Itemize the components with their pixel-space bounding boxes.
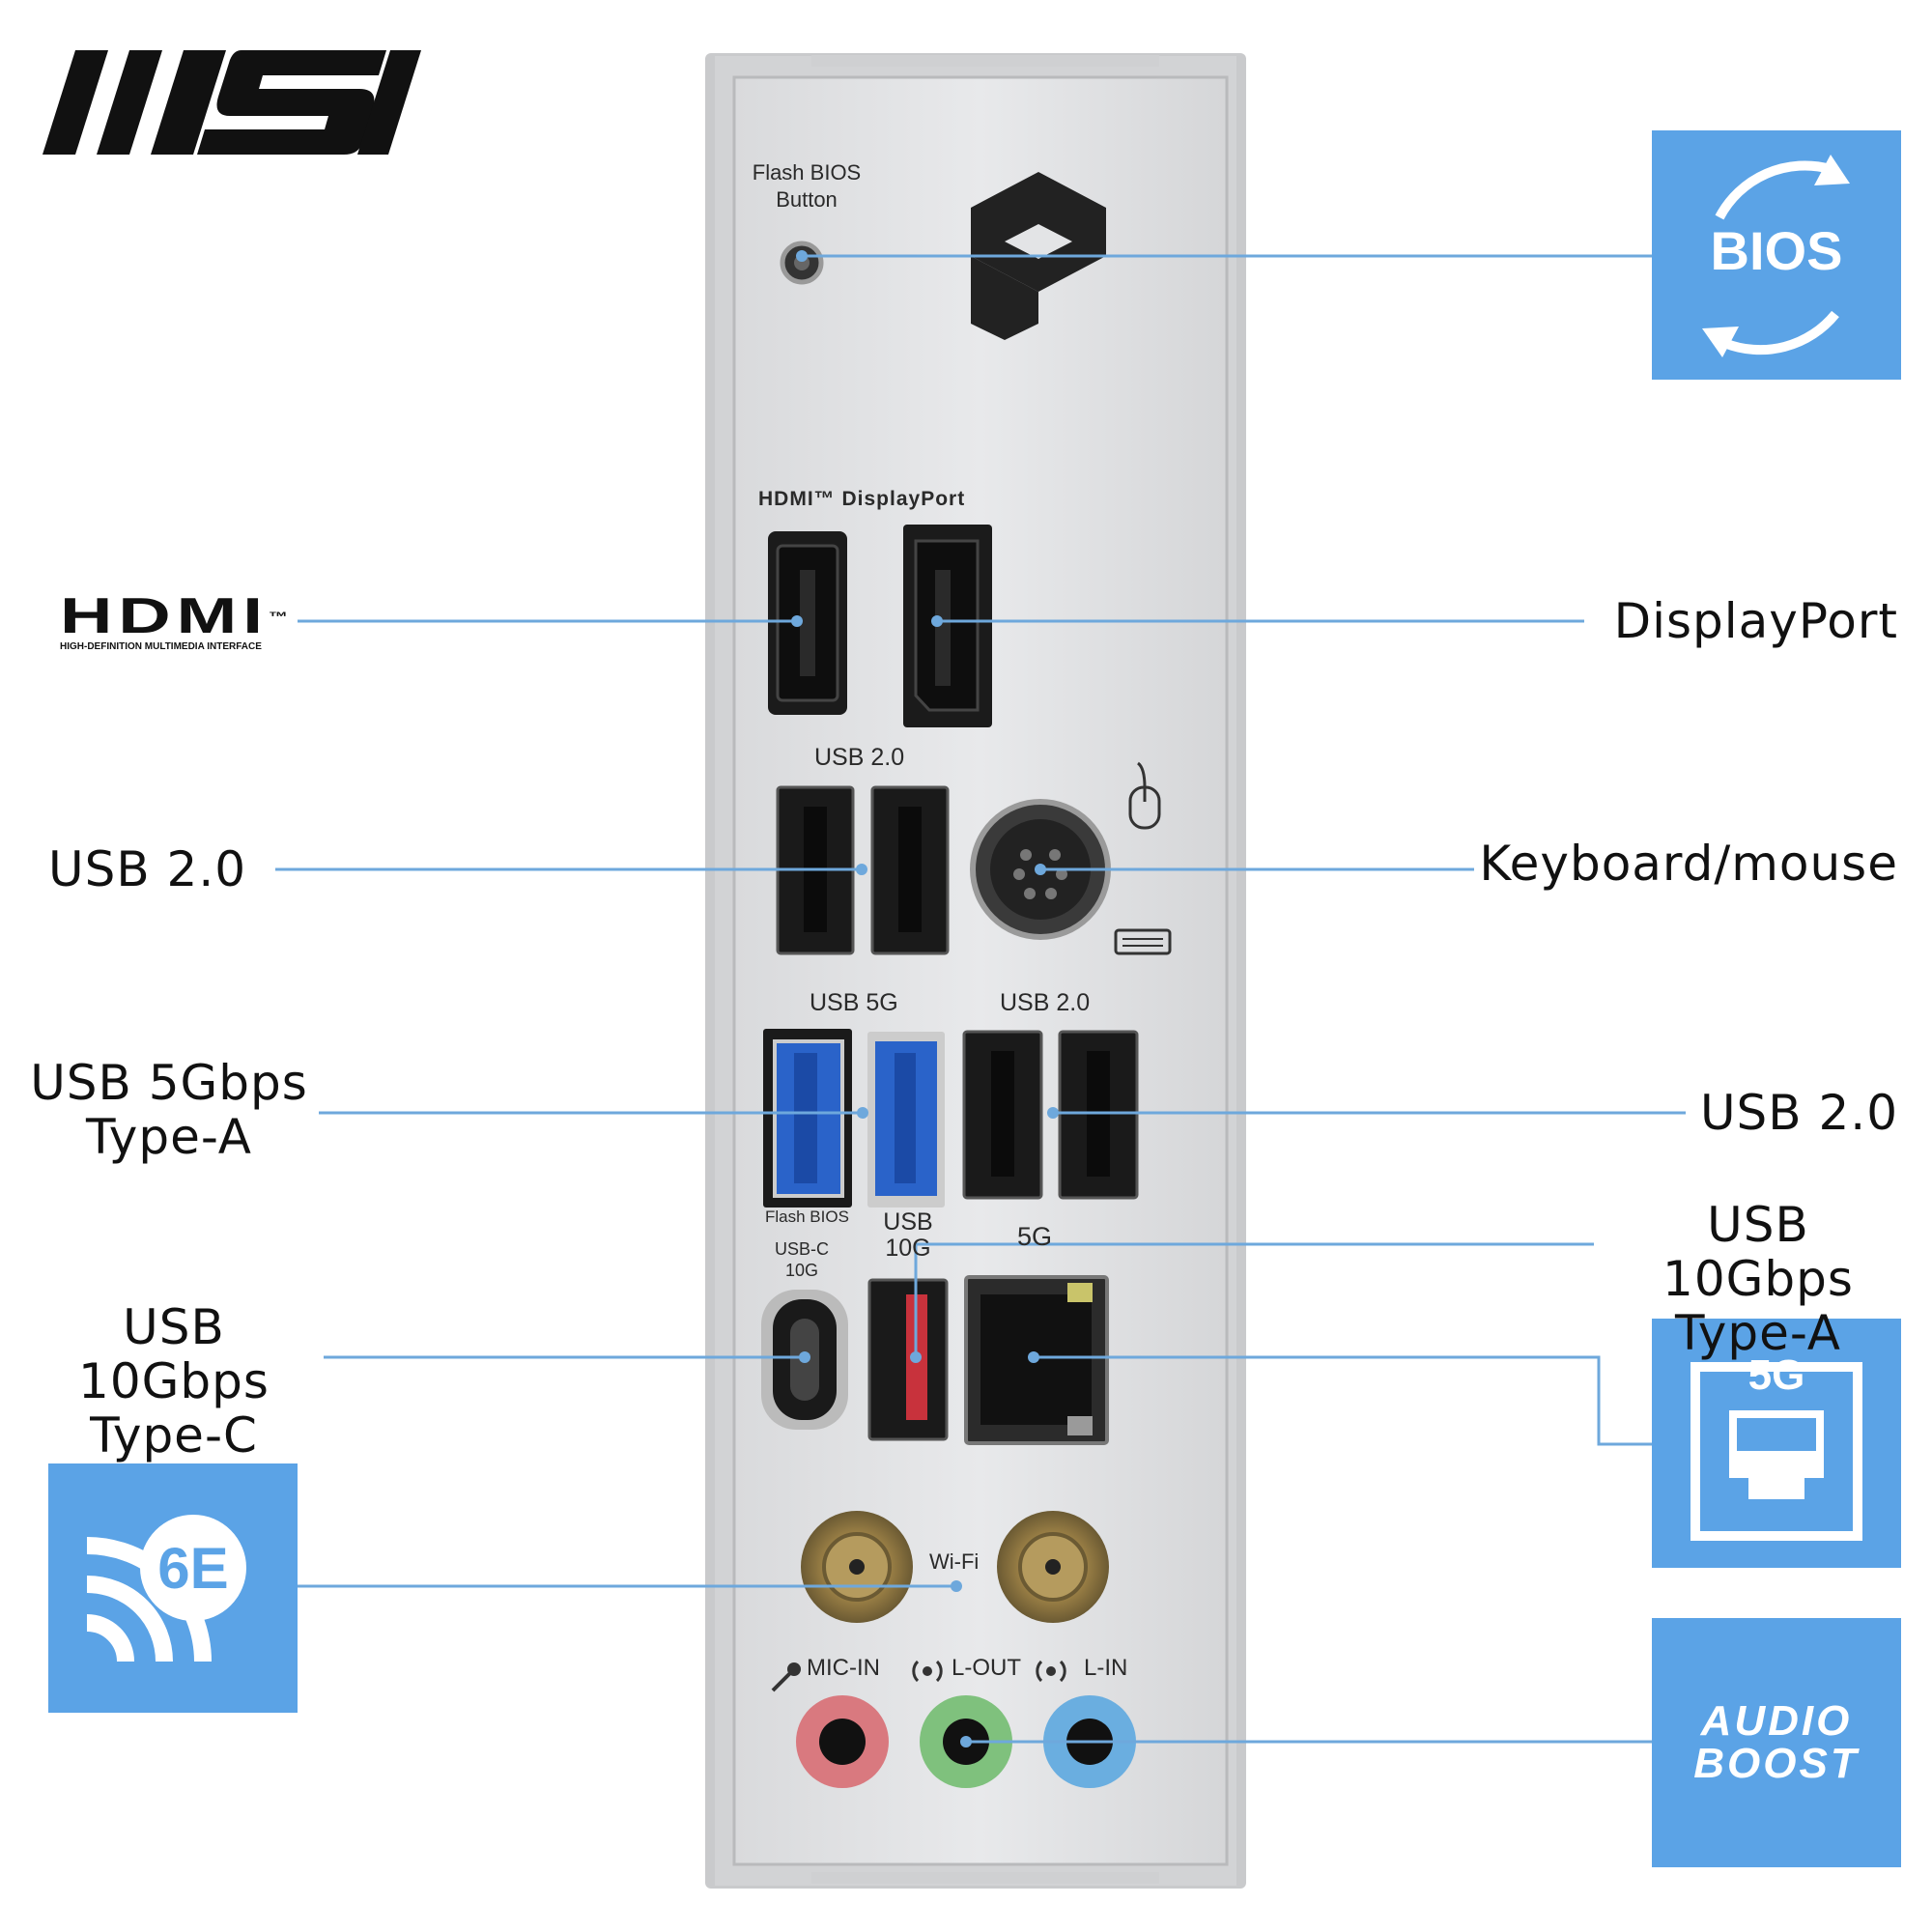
plate-usbc-line2: 10G: [784, 1261, 819, 1280]
callout-keyboard-mouse: Keyboard/mouse: [1479, 836, 1898, 892]
hdmi-subtitle: HIGH-DEFINITION MULTIMEDIA INTERFACE: [60, 641, 262, 652]
plate-usb10g-label: USB 10G: [869, 1209, 947, 1262]
displayport-port: [903, 525, 992, 727]
plate-mic-in-label: MIC-IN: [807, 1655, 880, 1681]
leader-dots: [791, 250, 1059, 1747]
lan-badge-text: 5G: [1747, 1351, 1805, 1399]
leader-lines: [275, 254, 1686, 1744]
audio-boost-line2: BOOST: [1693, 1740, 1860, 1787]
wifi-badge-text: 6E: [157, 1536, 229, 1601]
hdmi-logo: HDMI™ HIGH-DEFINITION MULTIMEDIA INTERFA…: [60, 591, 301, 653]
hdmi-tm: ™: [268, 609, 294, 624]
usb10g-port: [867, 1278, 949, 1441]
callout-usb10a-line2: Type-A: [1675, 1305, 1841, 1361]
plate-usbc-line1: USB-C: [774, 1239, 829, 1259]
keyboard-icon: [1114, 928, 1172, 955]
callout-usb5gbps-line1: USB 5Gbps: [30, 1055, 308, 1111]
callout-usb10a-line1: USB 10Gbps: [1662, 1197, 1854, 1307]
ethernet-icon: [1690, 1362, 1862, 1541]
callout-usb20-right: USB 2.0: [1699, 1085, 1898, 1141]
audio-boost-badge-text: AUDIO BOOST: [1652, 1700, 1901, 1785]
plate-usb10g-line1: USB: [883, 1208, 933, 1236]
bios-badge-text: BIOS: [1710, 220, 1843, 281]
wifi-antenna-connectors: [801, 1511, 1109, 1623]
plate-flash-bios-line2: Button: [776, 187, 838, 212]
plate-l-in-label: L-IN: [1084, 1655, 1128, 1681]
audio-boost-line1: AUDIO: [1700, 1697, 1853, 1745]
plate-l-out-label: L-OUT: [952, 1655, 1021, 1681]
hdmi-word: HDMI: [60, 588, 269, 644]
plate-wifi-label: Wi-Fi: [929, 1549, 980, 1574]
mic-icon: [771, 1662, 801, 1692]
hdmi-port: [768, 531, 847, 715]
callout-usb10c-line1: USB 10Gbps: [78, 1299, 270, 1409]
plate-usbc-label: USB-C 10G: [763, 1238, 840, 1281]
mouse-icon: [1128, 761, 1161, 830]
plate-flash-bios-line1: Flash BIOS: [752, 160, 862, 185]
refresh-arrows-icon: [1715, 160, 1839, 355]
plate-usb20-mid-label: USB 2.0: [1000, 989, 1091, 1016]
msi-logo: [43, 50, 421, 155]
pro-series-icon: [971, 172, 1106, 340]
io-shield-plate: [705, 53, 1246, 1889]
plate-usb10g-line2: 10G: [885, 1235, 931, 1262]
plate-flash-bios-button-label: Flash BIOS Button: [744, 159, 869, 213]
plate-lan-5g-label: 5G: [1017, 1222, 1053, 1251]
callout-usb10c-line2: Type-C: [90, 1407, 258, 1463]
plate-flash-bios-label: Flash BIOS: [765, 1208, 849, 1226]
audio-boost-badge: [1652, 1618, 1901, 1867]
plate-hdmi-dp-label: HDMI™ DisplayPort: [758, 488, 966, 510]
plate-usb5g-label: USB 5G: [810, 989, 898, 1016]
callout-displayport: DisplayPort: [1613, 593, 1898, 649]
callout-usb10c: USB 10Gbps Type-C: [19, 1300, 328, 1463]
usb5g-ports: [763, 1029, 945, 1208]
plate-usb20-top-label: USB 2.0: [814, 744, 905, 771]
callout-usb10a: USB 10Gbps Type-A: [1604, 1198, 1913, 1360]
speaker-icon: [912, 1660, 1066, 1683]
callout-usb20-left: USB 2.0: [48, 841, 247, 897]
callout-usb5gbps-line2: Type-A: [86, 1109, 252, 1165]
callout-usb5gbps: USB 5Gbps Type-A: [29, 1056, 309, 1164]
